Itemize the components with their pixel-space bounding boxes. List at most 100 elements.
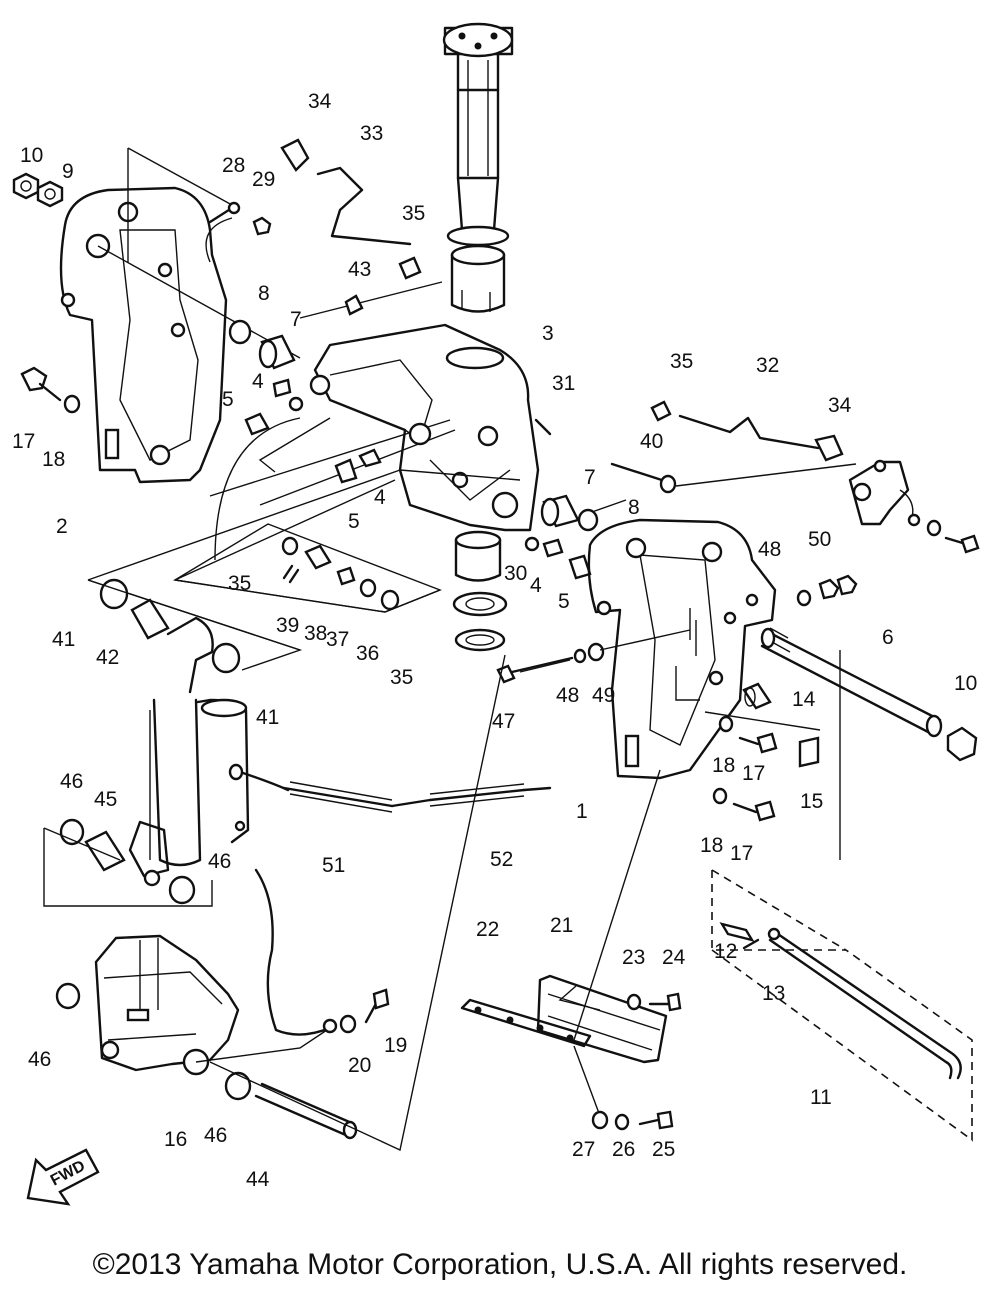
callout-c42: 42 <box>96 646 119 669</box>
washer-20 <box>339 1014 357 1034</box>
left-clamp-bracket <box>59 186 228 484</box>
pin-39 <box>282 564 300 584</box>
callout-c2: 2 <box>56 515 68 538</box>
washer-27 <box>591 1110 609 1130</box>
rod-40 <box>610 462 857 494</box>
washer-48-lower <box>573 648 587 664</box>
bushing-46-d <box>224 1071 252 1101</box>
callout-c4a: 4 <box>252 370 264 393</box>
grease-nipple-4-c <box>542 538 564 558</box>
callout-c4b: 4 <box>374 486 386 509</box>
grip-34-right <box>814 434 844 462</box>
bolt-17-left <box>20 366 62 402</box>
tilt-rod-assembly-box <box>711 869 973 1142</box>
nut-10-left <box>12 172 40 200</box>
callout-c46a: 46 <box>60 770 83 793</box>
collar-42 <box>130 598 170 640</box>
callout-c25: 25 <box>652 1138 675 1161</box>
swivel-bracket <box>309 323 540 532</box>
bushing-46-b <box>168 875 196 905</box>
grip-34-left <box>280 138 310 172</box>
washer-23 <box>626 993 642 1011</box>
callout-c45: 45 <box>94 788 117 811</box>
grease-nipple-43 <box>344 294 364 316</box>
callout-c41a: 41 <box>52 628 75 651</box>
tilt-lever-32 <box>678 414 820 450</box>
through-rod-6 <box>760 627 943 738</box>
callout-c41b: 41 <box>256 706 279 729</box>
tilt-lever-33 <box>316 166 412 246</box>
lower-mount-bracket <box>94 934 240 1076</box>
bolt-17-right-a <box>738 732 778 754</box>
ground-strap <box>254 868 338 1036</box>
callout-c6: 6 <box>882 626 894 649</box>
callout-c15: 15 <box>800 790 823 813</box>
callout-c52: 52 <box>490 848 513 871</box>
bolt-24 <box>648 992 682 1012</box>
washer-26 <box>614 1113 630 1131</box>
callout-c18b: 18 <box>712 754 735 777</box>
callout-c32: 32 <box>756 354 779 377</box>
bushing-5-c <box>568 554 592 580</box>
nut-30 <box>524 536 540 552</box>
callout-c30: 30 <box>504 562 527 585</box>
callout-c31: 31 <box>552 372 575 395</box>
bushing-7-right <box>540 494 580 528</box>
callout-c3: 3 <box>542 322 554 345</box>
callout-c48b: 48 <box>556 684 579 707</box>
callout-c4c: 4 <box>530 574 542 597</box>
callout-c37: 37 <box>326 628 349 651</box>
steering-shaft <box>442 22 514 313</box>
callout-c13: 13 <box>762 982 785 1005</box>
bushing-5-b <box>334 458 358 484</box>
callout-c21: 21 <box>550 914 573 937</box>
callout-c44: 44 <box>246 1168 270 1191</box>
bolt-17-right-b <box>732 800 776 822</box>
callout-c26: 26 <box>612 1138 635 1161</box>
callout-c20: 20 <box>348 1054 371 1077</box>
washer-18-left <box>63 394 81 414</box>
callout-c24: 24 <box>662 946 686 969</box>
shaft-44 <box>254 1082 358 1140</box>
plate-21 <box>536 974 668 1064</box>
grease-nipple-4-a <box>272 378 292 398</box>
callout-c5a: 5 <box>222 388 234 411</box>
copyright-notice: ©2013 Yamaha Motor Corporation, U.S.A. A… <box>92 1248 908 1281</box>
callout-c22: 22 <box>476 918 499 941</box>
callout-c7a: 7 <box>290 308 302 331</box>
callout-c28: 28 <box>222 154 245 177</box>
washer-8-left <box>228 319 252 345</box>
bushing-35-low <box>380 589 400 611</box>
bushing-5-a <box>244 412 270 436</box>
bolt-47 <box>496 656 574 684</box>
nut-10-right <box>946 726 978 762</box>
callout-c51: 51 <box>322 854 345 877</box>
bushing-14 <box>742 682 772 710</box>
callout-c9: 9 <box>62 160 74 183</box>
tilt-lock-assembly <box>848 459 980 554</box>
callout-c48a: 48 <box>758 538 781 561</box>
callout-c34b: 34 <box>828 394 852 417</box>
bushing-46-c <box>55 982 81 1010</box>
callout-c43: 43 <box>348 258 371 281</box>
bushing-35-right <box>650 400 672 422</box>
callout-c1: 1 <box>576 800 588 823</box>
washer-18-right-b <box>712 787 728 805</box>
callout-c5b: 5 <box>348 510 360 533</box>
callout-c46c: 46 <box>28 1048 51 1071</box>
washer-18-right-a <box>718 715 734 733</box>
grease-nipple-4-b <box>358 448 382 468</box>
thrust-washer <box>454 628 506 652</box>
collar-45 <box>84 830 126 872</box>
bushing-35-top <box>398 256 422 280</box>
parts-exploded-diagram: FWD 109217182829343335438745453313532344… <box>12 22 980 1206</box>
bushing-35-mid <box>281 536 299 556</box>
hose-51-52 <box>228 763 552 813</box>
callout-c17a: 17 <box>12 430 35 453</box>
callout-c50: 50 <box>808 528 831 551</box>
spring-37 <box>336 566 356 586</box>
callout-c35c: 35 <box>228 572 251 595</box>
callout-c36: 36 <box>356 642 379 665</box>
callout-c29: 29 <box>252 168 275 191</box>
callout-c40: 40 <box>640 430 663 453</box>
